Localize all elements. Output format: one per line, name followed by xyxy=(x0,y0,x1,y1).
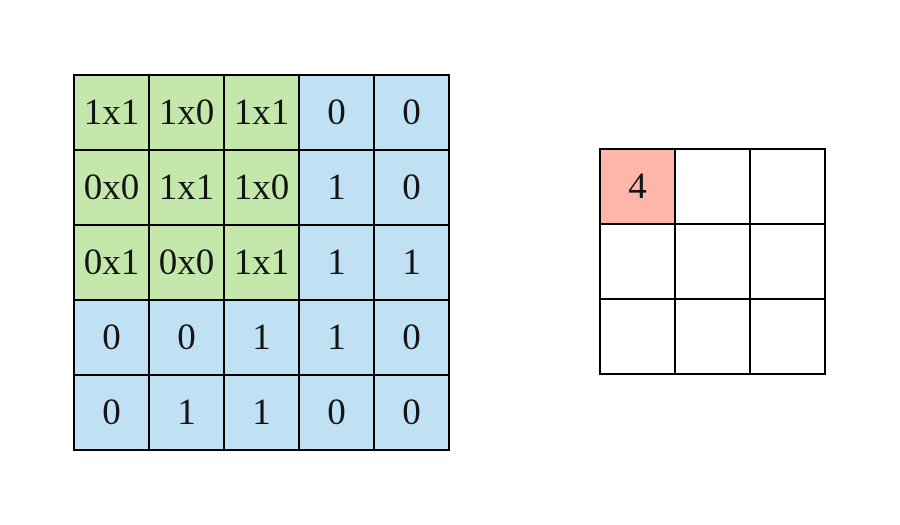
output-cell xyxy=(750,224,825,299)
output-cell xyxy=(675,224,750,299)
output-matrix: 4 xyxy=(599,148,826,375)
input-cell: 0 xyxy=(149,300,224,375)
input-kernel-overlay-cell: 1x0 xyxy=(224,150,299,225)
input-cell: 1 xyxy=(299,300,374,375)
output-cell xyxy=(750,299,825,374)
input-cell: 1 xyxy=(299,225,374,300)
input-cell: 1 xyxy=(374,225,449,300)
input-kernel-overlay-cell: 1x1 xyxy=(149,150,224,225)
input-kernel-overlay-cell: 0x0 xyxy=(149,225,224,300)
input-cell: 0 xyxy=(74,375,149,450)
input-cell: 0 xyxy=(374,150,449,225)
input-kernel-overlay-cell: 1x1 xyxy=(224,75,299,150)
input-kernel-overlay-cell: 1x0 xyxy=(149,75,224,150)
input-cell: 0 xyxy=(374,75,449,150)
output-cell xyxy=(600,299,675,374)
input-cell: 0 xyxy=(374,300,449,375)
input-kernel-overlay-cell: 1x1 xyxy=(224,225,299,300)
input-cell: 1 xyxy=(224,375,299,450)
output-result-cell: 4 xyxy=(600,149,675,224)
input-cell: 1 xyxy=(224,300,299,375)
input-cell: 0 xyxy=(299,375,374,450)
output-cell xyxy=(600,224,675,299)
input-cell: 0 xyxy=(299,75,374,150)
input-cell: 0 xyxy=(374,375,449,450)
input-cell: 1 xyxy=(149,375,224,450)
input-kernel-overlay-cell: 0x1 xyxy=(74,225,149,300)
input-cell: 0 xyxy=(74,300,149,375)
input-kernel-overlay-cell: 0x0 xyxy=(74,150,149,225)
output-cell xyxy=(675,149,750,224)
input-kernel-overlay-cell: 1x1 xyxy=(74,75,149,150)
input-cell: 1 xyxy=(299,150,374,225)
output-cell xyxy=(675,299,750,374)
output-cell xyxy=(750,149,825,224)
